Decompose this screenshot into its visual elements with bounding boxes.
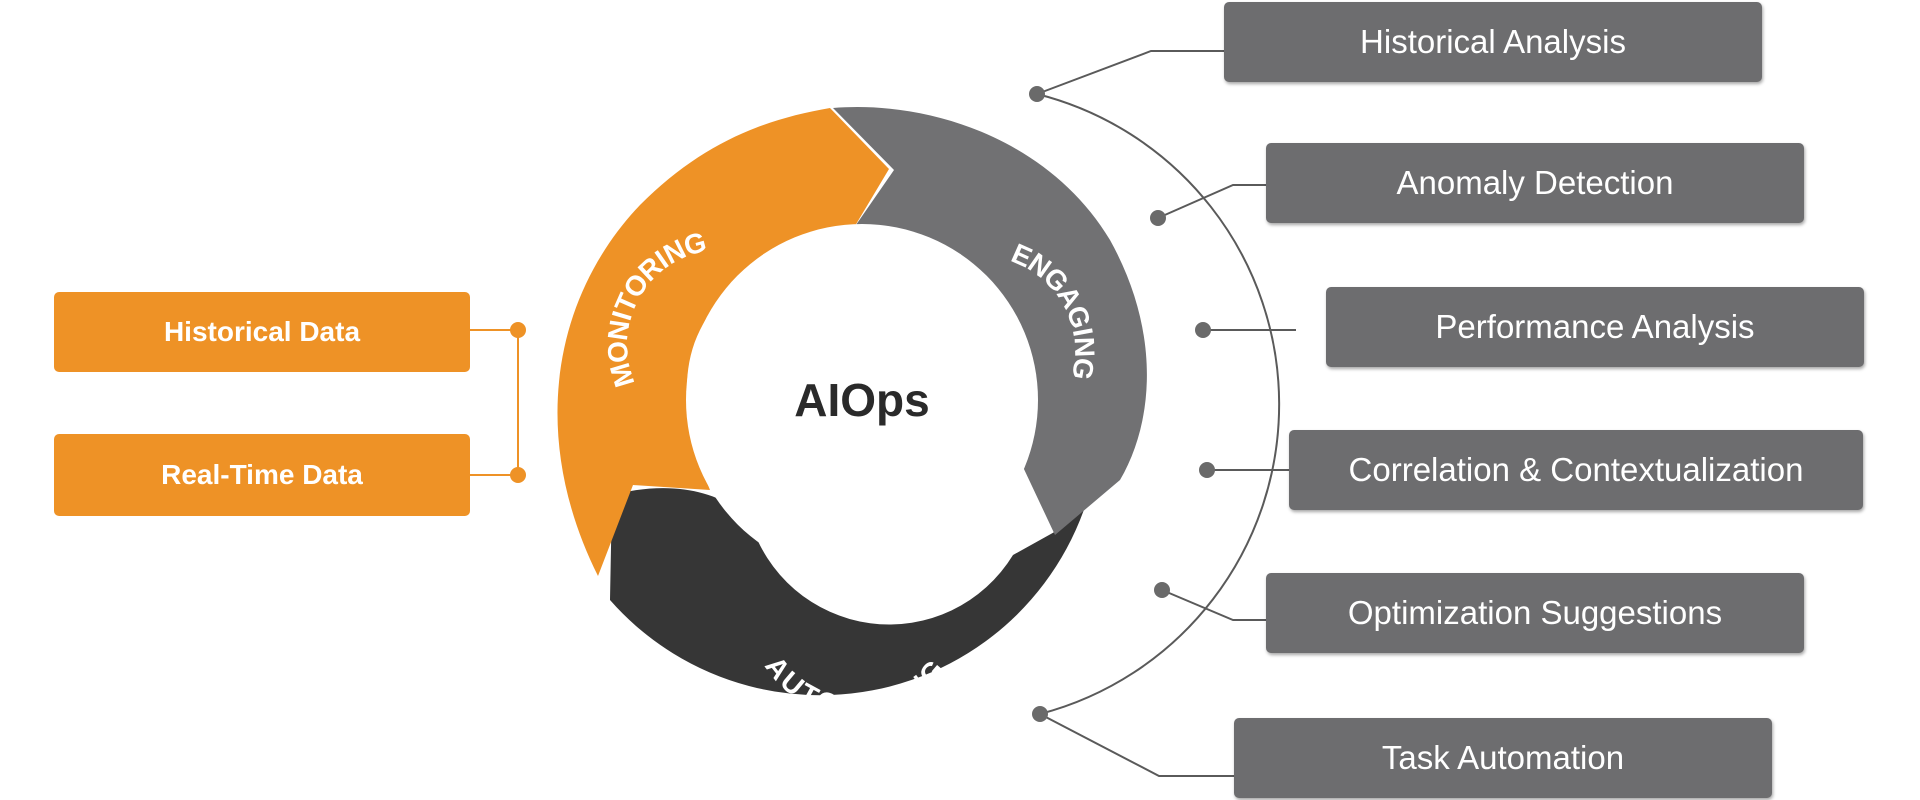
center-label: AIOps — [794, 374, 929, 426]
output-connector-arc — [1036, 93, 1281, 715]
output-box-historical-analysis: Historical Analysis — [1224, 2, 1762, 82]
connector-dot — [510, 467, 526, 483]
input-box-real-time-data: Real-Time Data — [54, 434, 470, 516]
connector-dot — [1195, 322, 1211, 338]
connector-dot — [1150, 210, 1166, 226]
monitoring-segment — [557, 108, 889, 576]
output-box-label: Anomaly Detection — [1396, 164, 1674, 201]
input-connectors — [470, 329, 519, 476]
output-box-label: Performance Analysis — [1435, 308, 1755, 345]
input-box-historical-data: Historical Data — [54, 292, 470, 372]
output-box-label: Historical Analysis — [1360, 23, 1626, 60]
connector-dot — [1199, 462, 1215, 478]
connector-dot — [1154, 582, 1170, 598]
output-box-task-automation: Task Automation — [1234, 718, 1772, 798]
input-box-label: Historical Data — [163, 316, 361, 347]
output-connector-dots — [1029, 86, 1215, 722]
output-box-optimization-suggestions: Optimization Suggestions — [1266, 573, 1804, 653]
output-box-label: Optimization Suggestions — [1347, 594, 1723, 631]
output-box-label: Correlation & Contextualization — [1348, 451, 1804, 488]
output-box-correlation-contextualization: Correlation & Contextualization — [1289, 430, 1863, 510]
automating-segment — [610, 430, 1100, 696]
connector-dot — [510, 322, 526, 338]
output-connectors — [1036, 50, 1296, 777]
output-box-label: Task Automation — [1381, 739, 1625, 776]
output-box-anomaly-detection: Anomaly Detection — [1266, 143, 1804, 223]
output-box-performance-analysis: Performance Analysis — [1326, 287, 1864, 367]
center-circle — [686, 224, 1038, 576]
connector-dot — [1032, 706, 1048, 722]
input-box-label: Real-Time Data — [161, 459, 363, 490]
engaging-segment — [833, 107, 1147, 535]
connector-dot — [1029, 86, 1045, 102]
